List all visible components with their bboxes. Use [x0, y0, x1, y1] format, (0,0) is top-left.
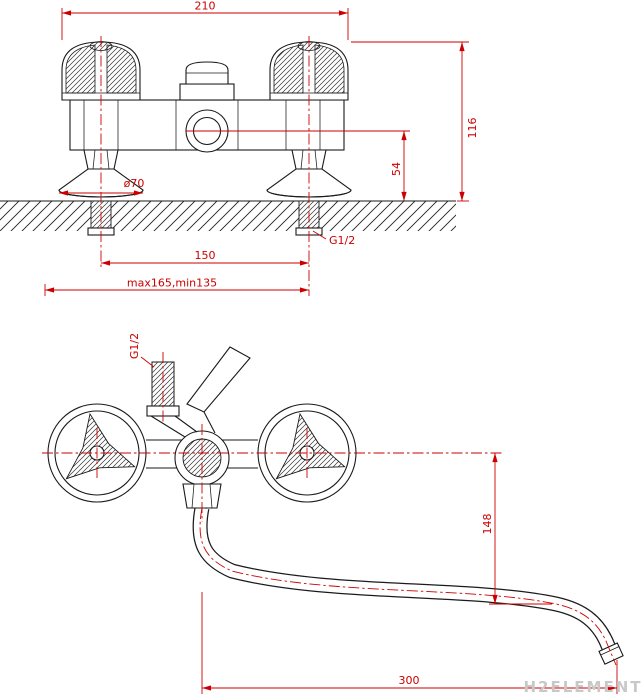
dim-54-label: 54 [390, 162, 403, 176]
watermark-text: H2ELEMENT [523, 678, 642, 696]
side-view-drawing [47, 346, 624, 665]
dim-210-label: 210 [195, 0, 216, 13]
dimensions-front: 210 ø70 G1/2 150 max165,min135 54 116 [44, 0, 479, 296]
dim-range-label: max165,min135 [127, 277, 217, 290]
centerline-spout [199, 507, 617, 666]
center-cap [179, 61, 235, 101]
wall-hatch [0, 201, 456, 231]
dim-g12-side-label: G1/2 [128, 333, 141, 359]
dim-g12-front-label: G1/2 [329, 234, 355, 247]
handle-arms [146, 439, 258, 469]
spout-nut [182, 483, 222, 509]
wall-section [0, 200, 456, 231]
front-view-drawing [0, 41, 456, 236]
dimensions-side: G1/2 148 300 [42, 333, 618, 694]
dim-300-label: 300 [399, 674, 420, 687]
diverter-lever [186, 346, 251, 413]
dim-148-label: 148 [481, 514, 494, 535]
dim-dia70-label: ø70 [124, 177, 145, 190]
dim-150-label: 150 [195, 249, 216, 262]
spout-tube [192, 506, 619, 658]
dim-116-label: 116 [466, 118, 479, 139]
